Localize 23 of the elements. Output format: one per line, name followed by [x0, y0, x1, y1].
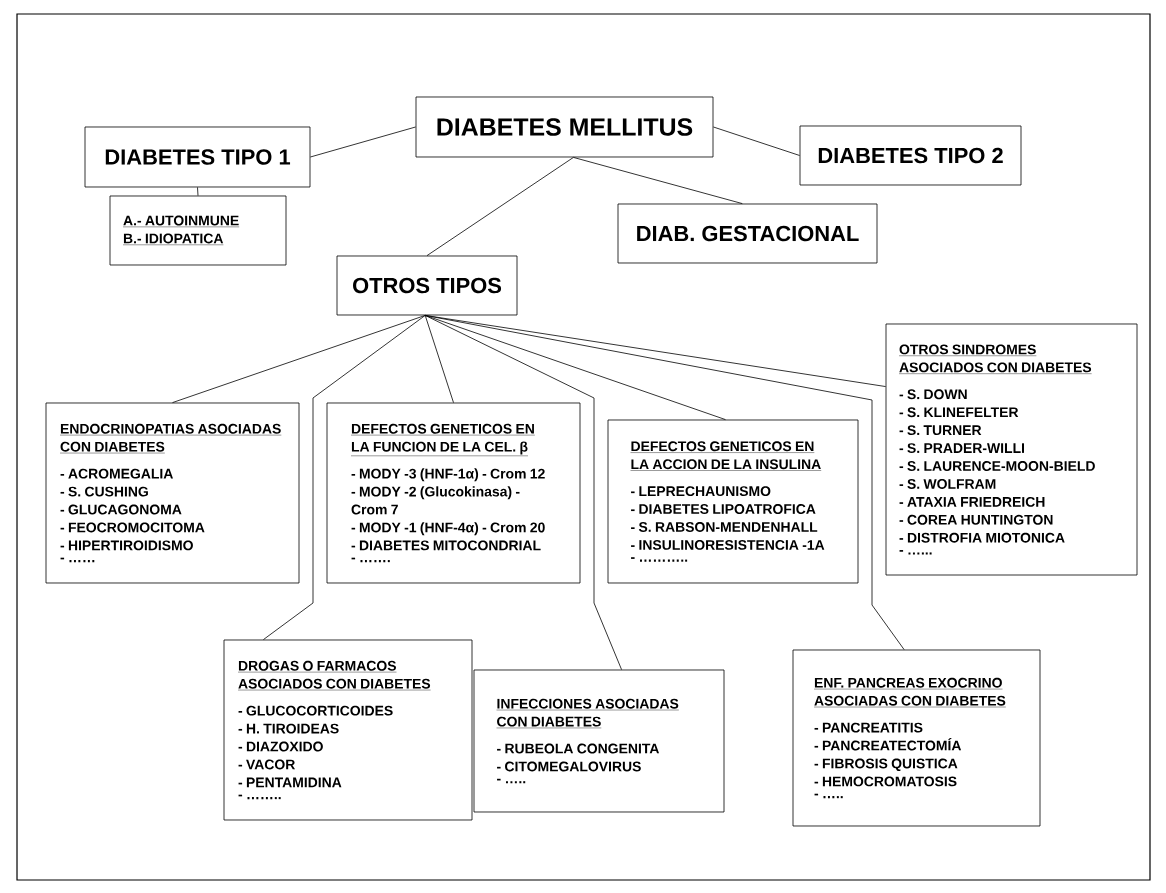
- category-box: ENDOCRINOPATIAS ASOCIADAS CON DIABETES - ACROMEGALIA - S. CUSHING - GLUCAGONOMA - FEOCROMOCITOMA - HIPERTIROIDISMO - ……: [45, 402, 300, 584]
- title-box: DIABETES TIPO 2: [799, 125, 1022, 186]
- title-box: DIAB. GESTACIONAL: [617, 203, 878, 264]
- category-box: OTROS SINDROMES ASOCIADOS CON DIABETES - S. DOWN - S. KLINEFELTER - S. TURNER - S. PRADER-WILLI - S. LAURENCE-MOON-BIELD - S. WOLFRAM - ATAXIA FRIEDREICH - COREA HUNTINGTON - DISTROFIA MIOTONICA - …...: [885, 323, 1138, 576]
- connector-line: [310, 126, 416, 158]
- category-box: DROGAS O FARMACOS ASOCIADOS CON DIABETES - GLUCOCORTICOIDES - H. TIROIDEAS - DIAZOXIDO - VACOR - PENTAMIDINA - ……..: [223, 639, 473, 821]
- connector-line: [172, 315, 426, 403]
- category-box: DEFECTOS GENETICOS EN LA FUNCION DE LA CEL. β - MODY -3 (HNF-1α) - Crom 12 - MODY -2 (Glucokinasa) - Crom 7 - MODY -1 (HNF-4α) - Crom 20 - DIABETES MITOCONDRIAL - …….: [326, 402, 581, 584]
- category-box: DEFECTOS GENETICOS EN LA ACCION DE LA INSULINA - LEPRECHAUNISMO - DIABETES LIPOATROFICA - S. RABSON-MENDENHALL - INSULINORESISTENCIA -1A - ………..: [607, 419, 859, 584]
- title-box: OTROS TIPOS: [336, 255, 518, 316]
- connector-line: [573, 157, 743, 204]
- title-box: DIABETES TIPO 1: [84, 126, 311, 188]
- title-box: DIABETES MELLITUS: [415, 96, 714, 158]
- subtype-box: A.- AUTOINMUNE B.- IDIOPATICA: [109, 195, 287, 266]
- connector-line: [424, 315, 454, 403]
- connector-line: [263, 315, 426, 640]
- connector-line: [424, 315, 726, 420]
- connector-line: [713, 126, 800, 156]
- category-box: INFECCIONES ASOCIADAS CON DIABETES - RUBEOLA CONGENITA - CITOMEGALOVIRUS - …..: [473, 669, 725, 813]
- connector-line: [426, 157, 574, 256]
- connector-line: [424, 315, 886, 387]
- category-box: ENF. PANCREAS EXOCRINO ASOCIADAS CON DIABETES - PANCREATITIS - PANCREATECTOMÍA - FIBROSIS QUISTICA - HEMOCROMATOSIS - …..: [792, 649, 1041, 827]
- connector-line: [197, 187, 199, 196]
